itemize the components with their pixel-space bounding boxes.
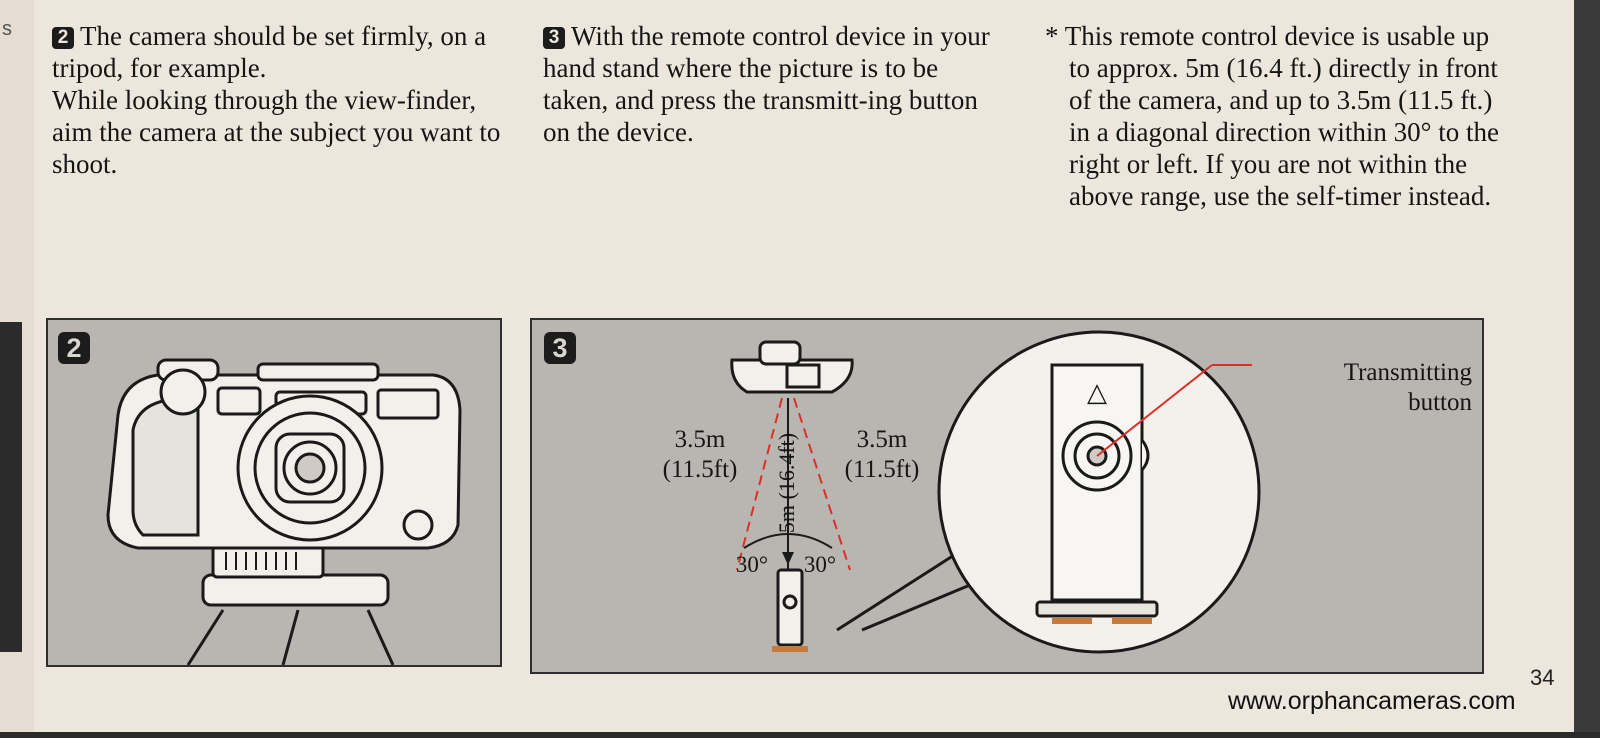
transmitting-button-callout: Transmitting button xyxy=(1242,358,1472,418)
side-letter: s xyxy=(2,18,12,40)
bottom-border xyxy=(0,732,1600,738)
figure-3-panel: 3 xyxy=(530,318,1484,674)
remote-range-note: * This remote control device is usable u… xyxy=(1045,20,1515,212)
step-2-badge: 2 xyxy=(52,27,74,49)
step-2-second-paragraph: While looking through the view-finder, a… xyxy=(52,85,501,179)
camera-top-view-icon xyxy=(730,340,854,394)
left-distance-m: 3.5m xyxy=(674,426,726,453)
right-distance-label: 3.5m (11.5ft) xyxy=(832,425,932,485)
figure-3-badge: 3 xyxy=(544,332,576,364)
left-margin: s xyxy=(0,0,34,738)
section-tab xyxy=(0,322,22,652)
angle-arc xyxy=(743,533,833,549)
page-edge xyxy=(1574,0,1600,738)
step-2-line1: The camera should be set firmly, on a tr… xyxy=(52,21,487,83)
source-url: www.orphancameras.com xyxy=(1228,687,1516,715)
right-distance-m: 3.5m xyxy=(856,426,908,453)
range-lines xyxy=(736,397,851,571)
left-angle-label: 30° xyxy=(735,552,769,577)
step-3-badge: 3 xyxy=(543,27,565,49)
step-3-body: With the remote control device in your h… xyxy=(543,21,990,147)
note-paragraph: * This remote control device is usable u… xyxy=(1045,21,1499,211)
page-number: 34 xyxy=(1530,665,1555,690)
callout-line2: button xyxy=(1408,389,1472,416)
center-distance-label: 5m (16.4ft) xyxy=(774,432,799,534)
figure-2-badge: 2 xyxy=(58,332,90,364)
right-distance-ft: (11.5ft) xyxy=(844,456,920,483)
callout-line1: Transmitting xyxy=(1343,359,1472,386)
remote-range-diagram xyxy=(730,330,1261,654)
left-distance-ft: (11.5ft) xyxy=(662,456,738,483)
left-distance-label: 3.5m (11.5ft) xyxy=(660,425,740,485)
right-angle-label: 30° xyxy=(803,552,837,577)
remote-small-icon xyxy=(776,568,804,647)
camera-on-tripod-icon xyxy=(106,358,462,665)
callout-leader xyxy=(1096,364,1213,457)
figure-2-panel: 2 xyxy=(46,318,502,667)
button-symbol: △ xyxy=(1087,378,1107,407)
